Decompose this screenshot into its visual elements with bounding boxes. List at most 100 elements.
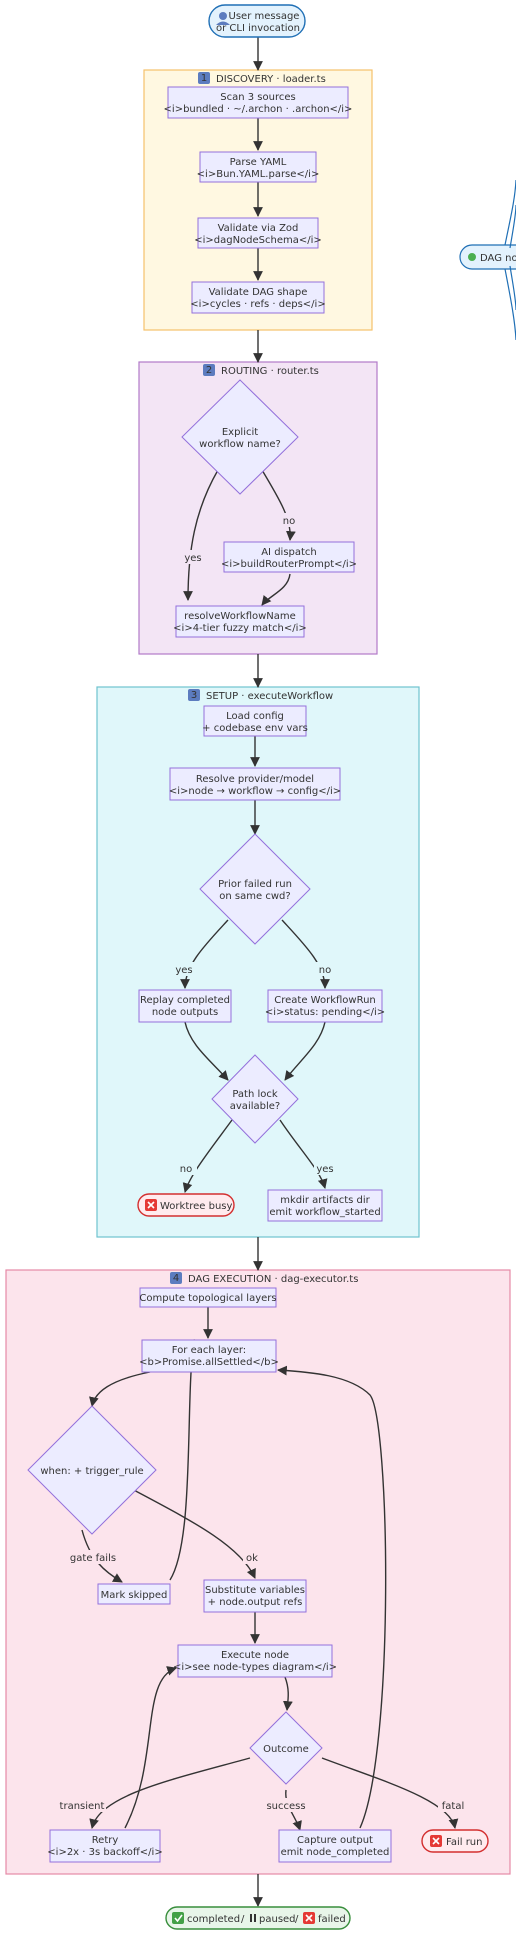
lock-line1: Path lock [232, 1089, 278, 1100]
edge-retry-execute [124, 1666, 177, 1829]
side-node-label: DAG no [480, 253, 516, 264]
zod-line2: <i>dagNodeSchema</i> [194, 235, 322, 246]
create-line1: Create WorkflowRun [274, 995, 376, 1006]
node-fail-run: Fail run [421, 1829, 489, 1853]
node-replay-completed: Replay completed node outputs [138, 989, 232, 1023]
dag-shape-line1: Validate DAG shape [209, 287, 308, 298]
parse-line1: Parse YAML [230, 157, 287, 168]
user-icon-body [216, 21, 230, 25]
outcome-label: Outcome [263, 1744, 309, 1755]
edge-lock-no [182, 1119, 233, 1193]
cluster-routing-title: ROUTING · router.ts [221, 366, 319, 377]
step-badge-4 [170, 1272, 182, 1284]
label-transient: transient [60, 1801, 105, 1812]
mkdir-line1: mkdir artifacts dir [280, 1195, 370, 1206]
end-completed: completed [187, 1914, 240, 1925]
check-icon [172, 1912, 184, 1924]
edge-capture-foreach [277, 1365, 387, 1829]
explicit-line2: workflow name? [199, 439, 281, 450]
create-line2: <i>status: pending</i> [265, 1007, 385, 1018]
capture-line2: emit node_completed [281, 1847, 390, 1858]
node-substitute-variables: Substitute variables + node.output refs [203, 1579, 307, 1613]
foreach-line1: For each layer: [172, 1345, 246, 1356]
node-ai-dispatch: AI dispatch <i>buildRouterPrompt</i> [221, 541, 357, 573]
substitute-line2: + node.output refs [208, 1597, 303, 1608]
pause-icon [250, 1914, 256, 1922]
label-prior-no: no [319, 965, 331, 976]
resolve-line1: resolveWorkflowName [184, 611, 296, 622]
parse-line2: <i>Bun.YAML.parse</i> [197, 169, 320, 180]
skipped-label: Mark skipped [101, 1590, 168, 1601]
label-lock-yes: yes [316, 1164, 333, 1175]
step-badge-1-text: 1 [201, 73, 207, 84]
explicit-line1: Explicit [222, 427, 258, 438]
end-sep-1: / [241, 1914, 245, 1925]
label-success: success [266, 1801, 305, 1812]
retry-line2: <i>2x · 3s backoff</i> [47, 1847, 162, 1858]
node-validate-dag: Validate DAG shape <i>cycles · refs · de… [190, 281, 326, 314]
edge-ai-resolve [261, 573, 291, 606]
lock-line2: available? [230, 1101, 280, 1112]
end-node: completed / paused / failed [165, 1906, 351, 1930]
worktree-busy-label: Worktree busy [160, 1201, 233, 1212]
substitute-line1: Substitute variables [205, 1585, 305, 1596]
label-lock-no: no [180, 1164, 192, 1175]
edge-when-ok [129, 1487, 256, 1579]
scan-line2: <i>bundled · ~/.archon · .archon</i> [164, 104, 353, 115]
zod-line1: Validate via Zod [218, 223, 299, 234]
cluster-setup-title: SETUP · executeWorkflow [206, 691, 333, 702]
side-node-dag: DAG no [459, 179, 516, 341]
edge-create-lock [284, 1021, 326, 1081]
cross-icon [430, 1835, 442, 1847]
provider-line1: Resolve provider/model [196, 774, 314, 785]
edge-explicit-no [261, 469, 296, 541]
step-badge-1 [198, 72, 210, 84]
node-load-config: Load config + codebase env vars [202, 705, 308, 737]
edge-outcome-fatal [321, 1757, 459, 1829]
edge-explicit-yes [183, 469, 219, 601]
end-sep-2: / [295, 1914, 299, 1925]
edge-replay-lock [184, 1021, 229, 1081]
edge-prior-no [281, 919, 330, 989]
label-fatal: fatal [442, 1801, 464, 1812]
retry-line1: Retry [92, 1835, 119, 1846]
step-badge-3 [188, 689, 200, 701]
label-prior-yes: yes [175, 965, 192, 976]
prior-line1: Prior failed run [218, 879, 292, 890]
label-ok: ok [246, 1553, 258, 1564]
execute-line1: Execute node [221, 1650, 289, 1661]
when-label: when: + trigger_rule [40, 1466, 143, 1477]
edge-labels: yes no yes no no yes gate fails ok trans… [58, 513, 468, 1812]
label-routing-no: no [283, 516, 295, 527]
node-mark-skipped: Mark skipped [97, 1583, 171, 1605]
node-create-workflow-run: Create WorkflowRun <i>status: pending</i… [265, 989, 385, 1023]
resolve-line2: <i>4-tier fuzzy match</i> [173, 623, 307, 634]
label-gate-fails: gate fails [70, 1553, 116, 1564]
cross-icon [145, 1199, 157, 1211]
end-paused: paused [259, 1914, 296, 1925]
cross-icon [303, 1912, 315, 1924]
step-badge-2-text: 2 [206, 365, 212, 376]
node-validate-zod: Validate via Zod <i>dagNodeSchema</i> [194, 217, 322, 249]
step-badge-2 [203, 364, 215, 376]
ai-line2: <i>buildRouterPrompt</i> [221, 559, 357, 570]
cluster-dag-title: DAG EXECUTION · dag-executor.ts [188, 1274, 358, 1285]
node-parse-yaml: Parse YAML <i>Bun.YAML.parse</i> [197, 151, 320, 183]
decision-explicit-name: Explicit workflow name? [181, 379, 299, 495]
scan-line1: Scan 3 sources [220, 92, 295, 103]
step-badge-4-text: 4 [173, 1273, 179, 1284]
node-compute-topological: Compute topological layers [139, 1287, 277, 1308]
foreach-line2: <b>Promise.allSettled</b> [139, 1357, 279, 1368]
node-capture-output: Capture output emit node_completed [278, 1829, 392, 1863]
edge-lock-yes [279, 1119, 328, 1189]
decision-prior-failed-run: Prior failed run on same cwd? [199, 833, 311, 945]
start-line1: User message [229, 11, 300, 22]
execute-line2: <i>see node-types diagram</i> [173, 1662, 337, 1673]
edge-prior-yes [180, 919, 229, 989]
start-line2: or CLI invocation [216, 23, 300, 34]
dag-shape-line2: <i>cycles · refs · deps</i> [190, 299, 325, 310]
edge-outcome-transient [89, 1757, 251, 1829]
edge-foreach-when [89, 1371, 151, 1407]
topo-label: Compute topological layers [139, 1293, 276, 1304]
